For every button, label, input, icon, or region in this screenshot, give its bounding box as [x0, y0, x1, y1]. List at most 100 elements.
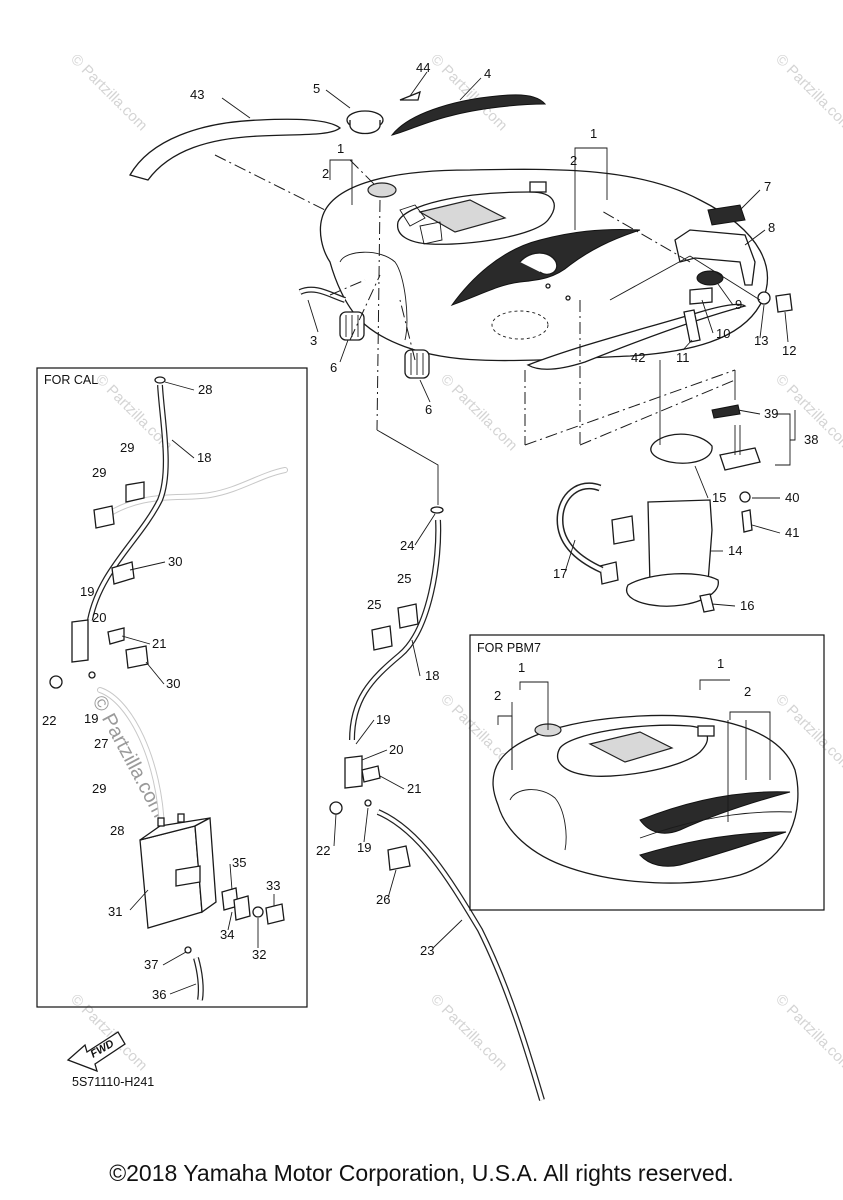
breather-hose: [349, 519, 442, 741]
bolt: [683, 309, 701, 343]
copyright-notice: ©2018 Yamaha Motor Corporation, U.S.A. A…: [109, 1160, 734, 1186]
knee-pad: [129, 118, 342, 181]
callout-2: 2: [744, 684, 751, 699]
callout-brackets: [329, 147, 796, 780]
callout-32: 32: [252, 947, 266, 962]
callout-34: 34: [220, 927, 234, 942]
inset-pbm7-label: FOR PBM7: [477, 641, 541, 655]
callout-2: 2: [322, 166, 329, 181]
callout-2: 2: [494, 688, 501, 703]
callout-42: 42: [631, 350, 645, 365]
callout-29: 29: [120, 440, 134, 455]
callout-18: 18: [197, 450, 211, 465]
callout-2: 2: [570, 153, 577, 168]
callout-29: 29: [92, 465, 106, 480]
diagram-code: 5S71110-H241: [72, 1075, 154, 1089]
callout-27: 27: [94, 736, 108, 751]
callout-36: 36: [152, 987, 166, 1002]
callout-16: 16: [740, 598, 754, 613]
watermark: © Partzilla.com: [427, 51, 510, 134]
callout-6: 6: [330, 360, 337, 375]
callout-33: 33: [266, 878, 280, 893]
callout-3: 3: [310, 333, 317, 348]
callout-5: 5: [313, 81, 320, 96]
fuel-cap: [346, 110, 384, 135]
callout-30: 30: [166, 676, 180, 691]
callout-14: 14: [728, 543, 742, 558]
callout-20: 20: [92, 610, 106, 625]
callout-38: 38: [804, 432, 818, 447]
callout-4: 4: [484, 66, 491, 81]
callout-28: 28: [198, 382, 212, 397]
bolt: [775, 293, 793, 313]
callout-40: 40: [785, 490, 799, 505]
callout-1: 1: [337, 141, 344, 156]
grommet: [339, 311, 365, 341]
callout-15: 15: [712, 490, 726, 505]
washer: [757, 291, 771, 305]
callout-19: 19: [357, 840, 371, 855]
callout-1: 1: [717, 656, 724, 671]
callout-30: 30: [168, 554, 182, 569]
callout-41: 41: [785, 525, 799, 540]
callout-1: 1: [590, 126, 597, 141]
callout-37: 37: [144, 957, 158, 972]
number-leaders: [121, 71, 789, 995]
callout-24: 24: [400, 538, 414, 553]
callout-17: 17: [553, 566, 567, 581]
callout-22: 22: [316, 843, 330, 858]
callout-numbers: 1 2 1 2 3 4 5 6 6 7 8 9 10 11 12 13 42 4…: [42, 60, 818, 1002]
callout-9: 9: [735, 297, 742, 312]
callout-18: 18: [425, 668, 439, 683]
callout-21: 21: [407, 781, 421, 796]
cal-inset-parts: [49, 376, 288, 1001]
callout-39: 39: [764, 406, 778, 421]
clips: [329, 506, 444, 871]
callout-12: 12: [782, 343, 796, 358]
callout-29: 29: [92, 781, 106, 796]
callout-28: 28: [110, 823, 124, 838]
leader-lines: [214, 154, 761, 505]
callout-6: 6: [425, 402, 432, 417]
callout-7: 7: [764, 179, 771, 194]
callout-11: 11: [676, 350, 690, 365]
inset-cal-frame: [36, 367, 308, 1008]
callout-43: 43: [190, 87, 204, 102]
hose: [557, 483, 603, 572]
watermark: © Partzilla.com: [67, 51, 150, 134]
grommet: [404, 349, 430, 379]
callout-1: 1: [518, 660, 525, 675]
callout-19: 19: [80, 584, 94, 599]
drain-hose: [377, 810, 544, 1101]
collar: [689, 287, 713, 305]
watermark: © Partzilla.com: [437, 371, 520, 454]
callout-10: 10: [716, 326, 730, 341]
hose: [299, 287, 346, 302]
callout-25: 25: [397, 571, 411, 586]
callout-20: 20: [389, 742, 403, 757]
callout-8: 8: [768, 220, 775, 235]
inset-pbm7-frame: [469, 634, 825, 911]
callout-35: 35: [232, 855, 246, 870]
callout-23: 23: [420, 943, 434, 958]
callout-26: 26: [376, 892, 390, 907]
callout-31: 31: [108, 904, 122, 919]
damper: [696, 270, 724, 286]
callout-19: 19: [84, 711, 98, 726]
watermark: © Partzilla.com: [427, 991, 510, 1074]
breather-hose: [350, 519, 440, 741]
watermark: © Partzilla.com: [772, 51, 843, 134]
callout-44: 44: [416, 60, 430, 75]
inset-cal-label: FOR CAL: [44, 373, 98, 387]
callout-25: 25: [367, 597, 381, 612]
callout-21: 21: [152, 636, 166, 651]
trim-strip: [390, 94, 547, 136]
callout-22: 22: [42, 713, 56, 728]
watermark: © Partzilla.com: [772, 991, 843, 1074]
callout-19: 19: [376, 712, 390, 727]
fuel-tank: [319, 168, 769, 362]
damper: [707, 204, 746, 226]
callout-13: 13: [754, 333, 768, 348]
pbm7-tank: [492, 702, 799, 884]
